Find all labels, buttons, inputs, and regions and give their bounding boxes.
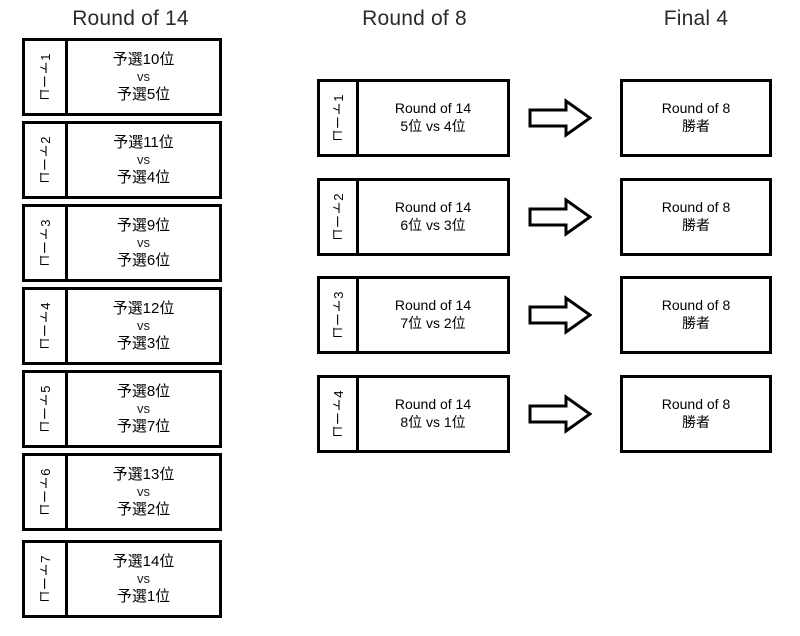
winner-label: 勝者 xyxy=(682,315,710,331)
court-label: コート3 xyxy=(330,290,346,340)
court-label: コート5 xyxy=(37,384,53,434)
team-top: 予選9位 xyxy=(116,216,171,234)
court-label: コート1 xyxy=(37,52,53,102)
column-header-round-of-8: Round of 8 xyxy=(362,7,467,30)
court-label-cell: コート5 xyxy=(25,373,68,445)
court-label: コート2 xyxy=(37,135,53,185)
round-of-14-match-box[interactable]: コート5 予選8位 vs 予選7位 xyxy=(22,370,222,448)
team-bottom: 予選4位 xyxy=(116,169,171,187)
court-label: コート2 xyxy=(330,192,346,242)
slot-text: Round of 8 勝者 xyxy=(623,279,769,351)
round-of-14-match-box[interactable]: コート1 予選10位 vs 予選5位 xyxy=(22,38,222,116)
court-label-cell: コート3 xyxy=(25,207,68,279)
team-bottom: 予選3位 xyxy=(116,335,171,353)
vs-separator: vs xyxy=(137,400,150,416)
court-label: コート7 xyxy=(37,554,53,604)
matchup: 5位 vs 4位 xyxy=(400,118,466,134)
court-label-cell: コート3 xyxy=(320,279,359,351)
vs-separator: vs xyxy=(137,151,150,167)
court-label-cell: コート2 xyxy=(25,124,68,196)
team-bottom: 予選5位 xyxy=(116,86,171,104)
slot-text: Round of 8 勝者 xyxy=(623,82,769,154)
court-label-cell: コート6 xyxy=(25,456,68,528)
round-of-14-match-box[interactable]: コート2 予選11位 vs 予選4位 xyxy=(22,121,222,199)
court-label: コート4 xyxy=(37,301,53,351)
team-bottom: 予選6位 xyxy=(116,252,171,270)
match-text: Round of 14 8位 vs 1位 xyxy=(359,378,507,450)
match-text: 予選14位 vs 予選1位 xyxy=(68,543,219,615)
court-label: コート6 xyxy=(37,467,53,517)
final-4-slot-box[interactable]: Round of 8 勝者 xyxy=(620,79,772,157)
team-bottom: 予選7位 xyxy=(116,418,171,436)
round-of-14-match-box[interactable]: コート7 予選14位 vs 予選1位 xyxy=(22,540,222,618)
court-label-cell: コート2 xyxy=(320,181,359,253)
match-text: 予選9位 vs 予選6位 xyxy=(68,207,219,279)
team-bottom: 予選2位 xyxy=(116,501,171,519)
right-block-arrow-icon xyxy=(528,98,592,138)
match-text: Round of 14 6位 vs 3位 xyxy=(359,181,507,253)
court-label: コート3 xyxy=(37,218,53,268)
team-top: 予選12位 xyxy=(112,299,175,317)
slot-text: Round of 8 勝者 xyxy=(623,181,769,253)
court-label-cell: コート4 xyxy=(320,378,359,450)
source-round: Round of 14 xyxy=(394,100,472,117)
team-top: 予選8位 xyxy=(116,382,171,400)
final-4-slot-box[interactable]: Round of 8 勝者 xyxy=(620,178,772,256)
court-label-cell: コート4 xyxy=(25,290,68,362)
court-label: コート1 xyxy=(330,93,346,143)
vs-separator: vs xyxy=(137,234,150,250)
match-text: 予選13位 vs 予選2位 xyxy=(68,456,219,528)
matchup: 8位 vs 1位 xyxy=(400,414,466,430)
source-round: Round of 14 xyxy=(394,396,472,413)
source-round: Round of 8 xyxy=(661,199,731,216)
winner-label: 勝者 xyxy=(682,414,710,430)
match-text: 予選10位 vs 予選5位 xyxy=(68,41,219,113)
court-label-cell: コート1 xyxy=(25,41,68,113)
round-of-14-match-box[interactable]: コート3 予選9位 vs 予選6位 xyxy=(22,204,222,282)
matchup: 6位 vs 3位 xyxy=(400,217,466,233)
vs-separator: vs xyxy=(137,570,150,586)
matchup: 7位 vs 2位 xyxy=(400,315,466,331)
source-round: Round of 14 xyxy=(394,199,472,216)
column-header-final-4: Final 4 xyxy=(663,7,729,30)
team-top: 予選11位 xyxy=(113,133,174,151)
vs-separator: vs xyxy=(137,483,150,499)
round-of-8-match-box[interactable]: コート4 Round of 14 8位 vs 1位 xyxy=(317,375,510,453)
team-top: 予選10位 xyxy=(112,50,175,68)
court-label: コート4 xyxy=(330,389,346,439)
team-top: 予選14位 xyxy=(112,552,175,570)
court-label-cell: コート7 xyxy=(25,543,68,615)
match-text: 予選8位 vs 予選7位 xyxy=(68,373,219,445)
round-of-14-match-box[interactable]: コート6 予選13位 vs 予選2位 xyxy=(22,453,222,531)
team-top: 予選13位 xyxy=(112,465,175,483)
round-of-8-match-box[interactable]: コート1 Round of 14 5位 vs 4位 xyxy=(317,79,510,157)
source-round: Round of 14 xyxy=(394,297,472,314)
right-block-arrow-icon xyxy=(528,394,592,434)
match-text: 予選11位 vs 予選4位 xyxy=(68,124,219,196)
round-of-8-match-box[interactable]: コート3 Round of 14 7位 vs 2位 xyxy=(317,276,510,354)
round-of-14-match-box[interactable]: コート4 予選12位 vs 予選3位 xyxy=(22,287,222,365)
final-4-slot-box[interactable]: Round of 8 勝者 xyxy=(620,375,772,453)
team-bottom: 予選1位 xyxy=(116,588,171,606)
vs-separator: vs xyxy=(137,68,150,84)
source-round: Round of 8 xyxy=(661,396,731,413)
source-round: Round of 8 xyxy=(661,297,731,314)
source-round: Round of 8 xyxy=(661,100,731,117)
match-text: Round of 14 7位 vs 2位 xyxy=(359,279,507,351)
column-header-round-of-14: Round of 14 xyxy=(72,7,189,30)
final-4-slot-box[interactable]: Round of 8 勝者 xyxy=(620,276,772,354)
vs-separator: vs xyxy=(137,317,150,333)
match-text: Round of 14 5位 vs 4位 xyxy=(359,82,507,154)
round-of-8-match-box[interactable]: コート2 Round of 14 6位 vs 3位 xyxy=(317,178,510,256)
right-block-arrow-icon xyxy=(528,295,592,335)
court-label-cell: コート1 xyxy=(320,82,359,154)
winner-label: 勝者 xyxy=(682,118,710,134)
right-block-arrow-icon xyxy=(528,197,592,237)
match-text: 予選12位 vs 予選3位 xyxy=(68,290,219,362)
winner-label: 勝者 xyxy=(682,217,710,233)
slot-text: Round of 8 勝者 xyxy=(623,378,769,450)
